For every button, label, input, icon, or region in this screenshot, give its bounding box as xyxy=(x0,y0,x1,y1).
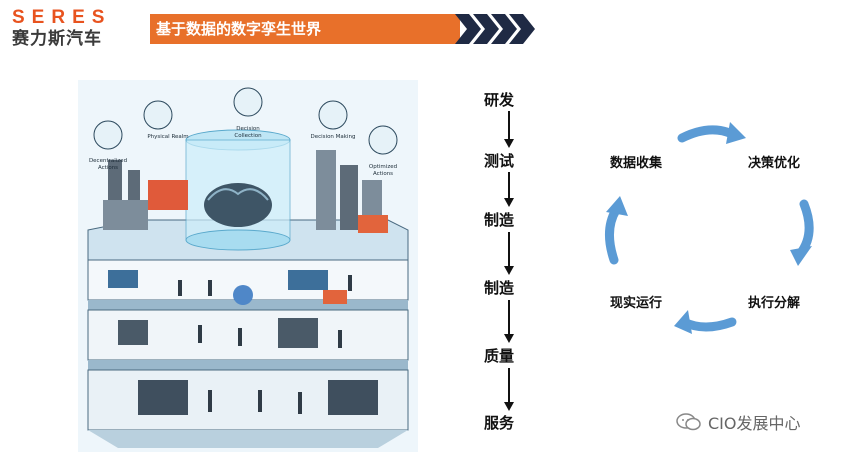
cycle-label-reality-operation: 现实运行 xyxy=(610,296,663,311)
flow-step-service: 服务 xyxy=(484,414,515,432)
logo-wordmark-en: SERES xyxy=(12,7,112,28)
cycle-label-execution-breakdown: 执行分解 xyxy=(748,296,801,311)
title-bar: 基于数据的数字孪生世界 xyxy=(150,14,460,44)
arrow-down-icon xyxy=(504,300,514,343)
brand-logo: SERES 赛力斯汽车 xyxy=(12,7,142,50)
flow-step-manufacture-1: 制造 xyxy=(484,211,515,229)
logo-wordmark-cn: 赛力斯汽车 xyxy=(12,29,102,49)
cycle-diagram: 数据收集 决策优化 执行分解 现实运行 xyxy=(590,120,830,350)
arrow-down-icon xyxy=(504,111,514,148)
flow-step-manufacture-2: 制造 xyxy=(484,279,515,297)
watermark: CIO发展中心 xyxy=(676,410,801,434)
label-physical-realm: Physical Realm xyxy=(147,134,188,140)
arrow-down-icon xyxy=(504,368,514,411)
flow-step-test: 测试 xyxy=(484,152,515,170)
watermark-text: CIO发展中心 xyxy=(708,414,801,433)
flow-step-quality: 质量 xyxy=(484,347,515,365)
cycle-label-decision-optimization: 决策优化 xyxy=(748,156,801,171)
cycle-label-data-collection: 数据收集 xyxy=(610,156,663,171)
arrow-down-icon xyxy=(504,172,514,207)
label-decision-making: Decision Making xyxy=(311,134,356,140)
flow-step-rd: 研发 xyxy=(484,91,515,109)
cycle-arrows-icon xyxy=(605,122,814,334)
page-title: 基于数据的数字孪生世界 xyxy=(156,20,322,38)
wechat-icon xyxy=(676,413,701,431)
chevron-arrows-icon xyxy=(455,14,535,44)
arrow-down-icon xyxy=(504,232,514,275)
